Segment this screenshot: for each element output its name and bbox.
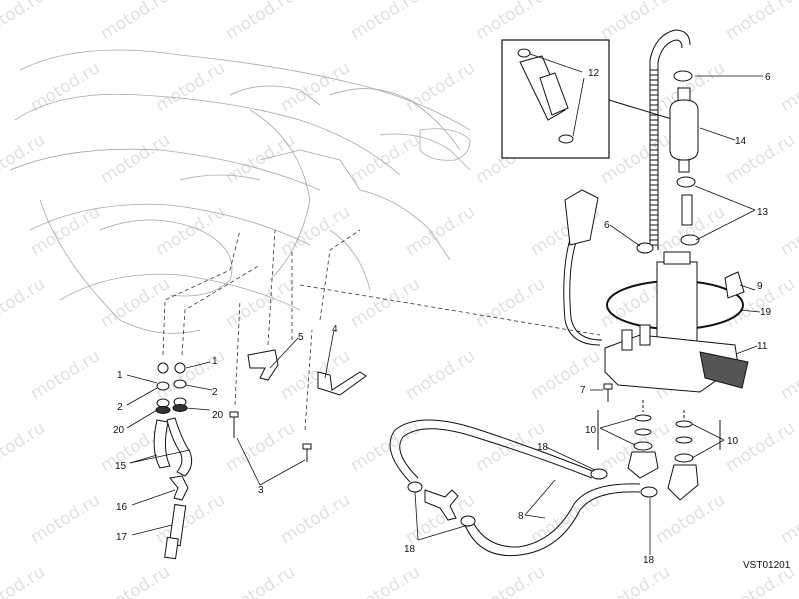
quick-connectors-part-10 [597, 400, 721, 501]
watermark-text: motod.ru [777, 346, 799, 404]
watermark-text: motod.ru [277, 346, 354, 404]
callout-5: 5 [298, 332, 304, 343]
callout-1-right: 1 [212, 356, 218, 367]
watermark-text: motod.ru [472, 0, 549, 44]
drawing-code: VST01201 [743, 560, 791, 571]
watermark-text: motod.ru [527, 346, 604, 404]
callout-11: 11 [757, 341, 768, 352]
callout-19: 19 [760, 307, 772, 318]
left-hoses [153, 417, 193, 560]
watermark-text: motod.ru [27, 490, 104, 548]
callout-labels: 1 1 2 2 20 20 15 16 17 3 5 4 12 6 14 13 … [113, 68, 772, 566]
callout-8: 8 [518, 511, 524, 522]
callout-1-left: 1 [117, 370, 123, 381]
watermark-text: motod.ru [402, 346, 479, 404]
callout-3: 3 [258, 485, 264, 496]
watermark-text: motod.ru [27, 202, 104, 260]
callout-14: 14 [735, 136, 747, 147]
watermark-text: motod.ru [652, 490, 729, 548]
callout-20-left: 20 [113, 425, 125, 436]
callout-10-right: 10 [727, 436, 739, 447]
watermark-text: motod.ru [472, 274, 549, 332]
watermark-text: motod.ru [597, 0, 674, 44]
watermark-text: motod.ru [722, 0, 799, 44]
clamp-part-6-top [673, 70, 693, 82]
callout-17: 17 [116, 532, 128, 543]
fuel-filter-part-14 [669, 87, 699, 173]
watermark-text: motod.ru [472, 562, 549, 599]
watermark-text: motod.ru [402, 58, 479, 116]
callout-2-right: 2 [212, 387, 218, 398]
watermark-text: motod.ru [722, 130, 799, 188]
watermark-text: motod.ru [277, 490, 354, 548]
callout-7: 7 [580, 385, 586, 396]
watermark-text: motod.ru [777, 490, 799, 548]
watermark-text: motod.ru [277, 202, 354, 260]
watermark-text: motod.ru [777, 202, 799, 260]
watermark-text: motod.ru [97, 0, 174, 44]
watermark-text: motod.ru [0, 418, 49, 476]
reference-dashed-lines [162, 229, 601, 431]
watermark-text: motod.ru [402, 202, 479, 260]
callout-10-left: 10 [585, 425, 597, 436]
callout-9: 9 [757, 281, 763, 292]
watermark-text: motod.ru [222, 562, 299, 599]
watermark-text: motod.ru [222, 0, 299, 44]
hoses-part-8 [389, 419, 641, 557]
watermark-text: motod.ru [722, 418, 799, 476]
bracket-part-4 [317, 371, 367, 396]
inset-box [501, 39, 676, 159]
callout-20-right: 20 [212, 410, 224, 421]
callout-6-lower: 6 [604, 220, 610, 231]
watermark-text: motod.ru [347, 0, 424, 44]
frame-outline [9, 49, 471, 334]
callout-18-top: 18 [537, 442, 549, 453]
watermark-text: motod.ru [222, 274, 299, 332]
watermark-text: motod.ru [27, 346, 104, 404]
watermark-text: motod.ru [0, 0, 49, 44]
clamps-part-13 [676, 176, 700, 246]
bolt-part-3 [229, 411, 312, 462]
callout-18-left: 18 [404, 544, 416, 555]
watermark-text: motod.ru [152, 58, 229, 116]
callout-16: 16 [116, 502, 128, 513]
watermark-text: motod.ru [97, 274, 174, 332]
bracket-part-5 [247, 349, 279, 381]
callout-18-bottom: 18 [643, 555, 655, 566]
callout-6-top: 6 [765, 72, 771, 83]
callout-leaders [126, 75, 763, 555]
clamps-part-18 [407, 468, 658, 527]
watermark-text: motod.ru [0, 274, 49, 332]
watermark-text: motod.ru [347, 562, 424, 599]
watermark-text: motod.ru [0, 562, 49, 599]
callout-12: 12 [588, 68, 600, 79]
clamp-part-6-lower [636, 242, 654, 254]
screw-part-7 [603, 383, 613, 402]
watermark-text: motod.ru [597, 562, 674, 599]
callout-4: 4 [332, 324, 338, 335]
left-fittings [155, 362, 188, 414]
watermark-text: motod.ru [152, 490, 229, 548]
corrugated-hose [649, 29, 691, 250]
callout-2-left: 2 [117, 402, 123, 413]
watermark-text: motod.ru [347, 130, 424, 188]
watermark-text: motod.ru [97, 562, 174, 599]
fuel-pump-assembly [563, 189, 749, 393]
watermark-text: motod.ru [347, 418, 424, 476]
watermark-text: motod.ru [347, 274, 424, 332]
callout-13: 13 [757, 207, 769, 218]
watermark-text: motod.ru [222, 130, 299, 188]
watermark-text: motod.ru [277, 58, 354, 116]
watermark-text: motod.ru [97, 130, 174, 188]
callout-15: 15 [115, 461, 127, 472]
watermark-text: motod.ru [152, 202, 229, 260]
watermark-text: motod.ru [777, 58, 799, 116]
